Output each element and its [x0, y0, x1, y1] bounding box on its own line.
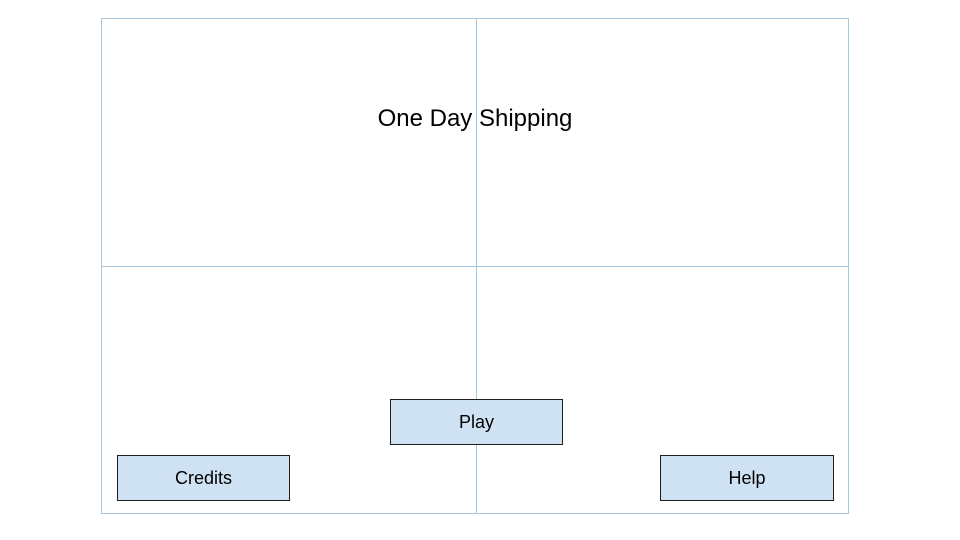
play-button[interactable]: Play [390, 399, 563, 445]
game-title: One Day Shipping [377, 105, 573, 132]
horizontal-guide-line [101, 266, 849, 267]
help-button[interactable]: Help [660, 455, 834, 501]
credits-button[interactable]: Credits [117, 455, 290, 501]
